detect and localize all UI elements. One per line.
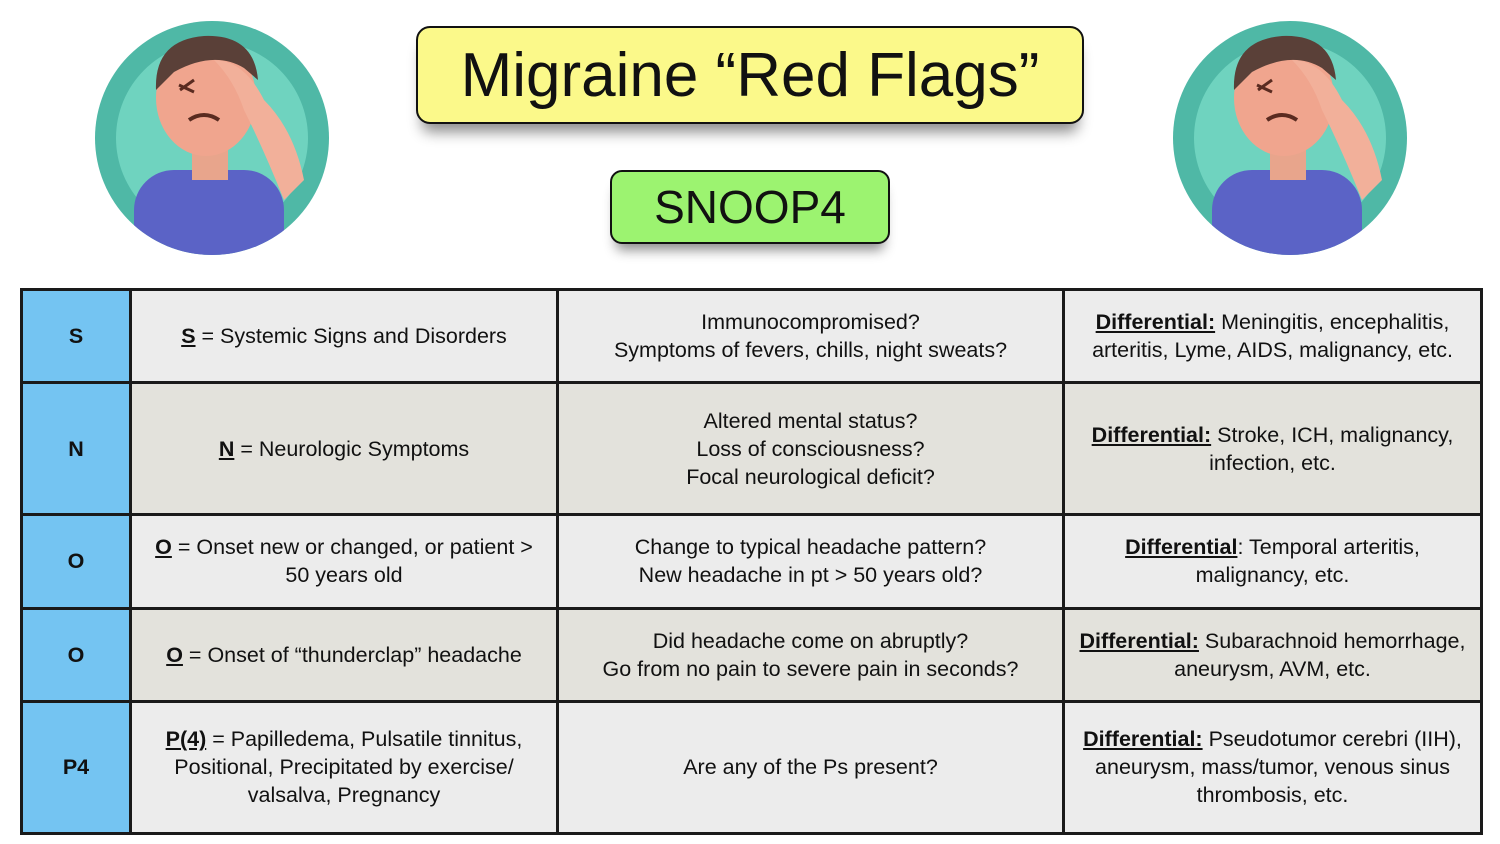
page-title: Migraine “Red Flags”	[416, 26, 1084, 124]
questions-cell: Did headache come on abruptly? Go from n…	[556, 606, 1065, 703]
criterion-text: = Onset of “thunderclap” headache	[182, 642, 522, 667]
question-line: Go from no pain to severe pain in second…	[602, 656, 1019, 681]
differential-cell: Differential: Temporal arteritis, malign…	[1062, 513, 1483, 610]
differential-label: Differential:	[1091, 422, 1212, 447]
questions-cell: Altered mental status? Loss of conscious…	[556, 381, 1065, 517]
questions-cell: Change to typical headache pattern? New …	[556, 513, 1065, 610]
criterion-key: P(4)	[165, 727, 207, 752]
criterion-text: = Papilledema, Pulsatile tinnitus, Posit…	[174, 727, 523, 808]
questions-cell: Immunocompromised? Symptoms of fevers, c…	[556, 287, 1065, 385]
question-line: Did headache come on abruptly?	[652, 628, 969, 653]
differential-text: : Temporal arteritis, malignancy, etc.	[1195, 535, 1420, 588]
criterion-cell: O = Onset of “thunderclap” headache	[129, 606, 559, 703]
differential-cell: Differential: Pseudotumor cerebri (IIH),…	[1062, 699, 1483, 836]
differential-label: Differential:	[1095, 310, 1216, 335]
criterion-text: = Neurologic Symptoms	[234, 436, 470, 461]
differential-text: Meningitis, encephalitis, arteritis, Lym…	[1092, 310, 1453, 363]
criterion-cell: O = Onset new or changed, or patient > 5…	[129, 513, 559, 610]
question-line: New headache in pt > 50 years old?	[638, 563, 983, 588]
row-letter: P4	[20, 699, 132, 836]
headache-person-icon	[1173, 21, 1407, 255]
differential-label: Differential:	[1083, 727, 1203, 752]
criterion-key: N	[218, 436, 235, 461]
differential-text: Stroke, ICH, malignancy, infection, etc.	[1209, 422, 1454, 475]
row-letter: N	[20, 381, 132, 517]
question-line: Focal neurological deficit?	[686, 464, 935, 489]
question-line: Symptoms of fevers, chills, night sweats…	[613, 338, 1008, 363]
criterion-cell: N = Neurologic Symptoms	[129, 381, 559, 517]
snoop4-table: S S = Systemic Signs and Disorders Immun…	[20, 287, 1483, 836]
differential-text: Subarachnoid hemorrhage, aneurysm, AVM, …	[1174, 628, 1466, 681]
table-row: O O = Onset new or changed, or patient >…	[20, 513, 1483, 610]
criterion-cell: S = Systemic Signs and Disorders	[129, 287, 559, 385]
table-row: O O = Onset of “thunderclap” headache Di…	[20, 606, 1483, 703]
differential-cell: Differential: Meningitis, encephalitis, …	[1062, 287, 1483, 385]
question-line: Altered mental status?	[703, 408, 918, 433]
question-line: Change to typical headache pattern?	[634, 535, 987, 560]
differential-text: Pseudotumor cerebri (IIH), aneurysm, mas…	[1095, 727, 1462, 808]
question-line: Are any of the Ps present?	[683, 755, 938, 780]
row-letter: O	[20, 513, 132, 610]
question-line: Loss of consciousness?	[696, 436, 925, 461]
table-row: N N = Neurologic Symptoms Altered mental…	[20, 381, 1483, 517]
criterion-cell: P(4) = Papilledema, Pulsatile tinnitus, …	[129, 699, 559, 836]
differential-label: Differential:	[1079, 628, 1199, 653]
criterion-key: S	[181, 324, 196, 349]
criterion-text: = Onset new or changed, or patient > 50 …	[171, 535, 533, 588]
table-row: S S = Systemic Signs and Disorders Immun…	[20, 287, 1483, 385]
row-letter: S	[20, 287, 132, 385]
row-letter: O	[20, 606, 132, 703]
criterion-key: O	[166, 642, 183, 667]
differential-label: Differential	[1125, 535, 1238, 560]
headache-person-icon	[95, 21, 329, 255]
differential-cell: Differential: Subarachnoid hemorrhage, a…	[1062, 606, 1483, 703]
questions-cell: Are any of the Ps present?	[556, 699, 1065, 836]
table-row: P4 P(4) = Papilledema, Pulsatile tinnitu…	[20, 699, 1483, 836]
criterion-key: O	[155, 535, 172, 560]
differential-cell: Differential: Stroke, ICH, malignancy, i…	[1062, 381, 1483, 517]
question-line: Immunocompromised?	[701, 310, 920, 335]
mnemonic-badge: SNOOP4	[610, 170, 890, 244]
criterion-text: = Systemic Signs and Disorders	[195, 324, 507, 349]
